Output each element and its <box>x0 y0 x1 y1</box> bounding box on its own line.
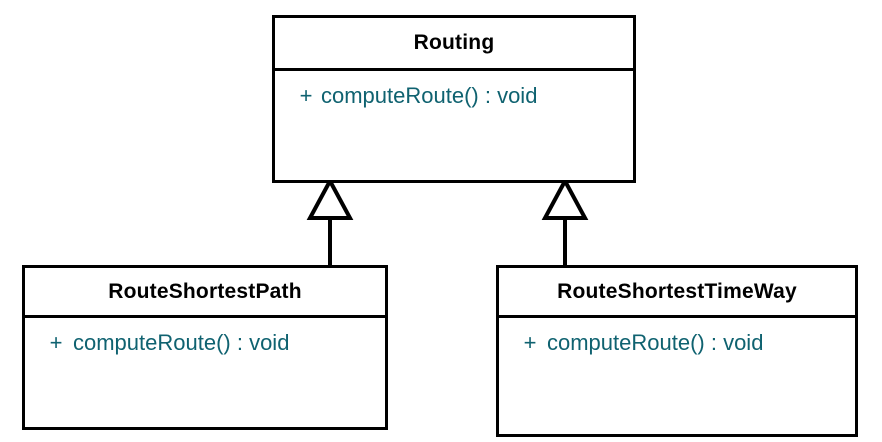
generalization-right <box>541 176 589 266</box>
class-name-route-shortest-time-way: RouteShortestTimeWay <box>499 268 855 318</box>
generalization-right-arrowhead-icon <box>541 176 589 220</box>
member-visibility: + <box>299 83 313 108</box>
class-member-row: + computeRoute() : void <box>25 328 385 358</box>
class-box-routing[interactable]: Routing + computeRoute() : void <box>272 15 636 183</box>
class-members-route-shortest-time-way: + computeRoute() : void <box>499 318 855 358</box>
class-name-routing: Routing <box>275 18 633 71</box>
class-members-routing: + computeRoute() : void <box>275 71 633 111</box>
class-box-route-shortest-time-way[interactable]: RouteShortestTimeWay + computeRoute() : … <box>496 265 858 437</box>
member-visibility: + <box>523 330 537 355</box>
class-member-row: + computeRoute() : void <box>275 81 633 111</box>
class-box-route-shortest-path[interactable]: RouteShortestPath + computeRoute() : voi… <box>22 265 388 430</box>
member-signature: computeRoute() : void <box>73 330 290 355</box>
member-signature: computeRoute() : void <box>321 83 538 108</box>
member-visibility: + <box>49 330 63 355</box>
generalization-left <box>306 176 354 266</box>
class-member-row: + computeRoute() : void <box>499 328 855 358</box>
class-name-route-shortest-path: RouteShortestPath <box>25 268 385 318</box>
member-signature: computeRoute() : void <box>547 330 764 355</box>
class-members-route-shortest-path: + computeRoute() : void <box>25 318 385 358</box>
generalization-left-arrowhead-icon <box>306 176 354 220</box>
